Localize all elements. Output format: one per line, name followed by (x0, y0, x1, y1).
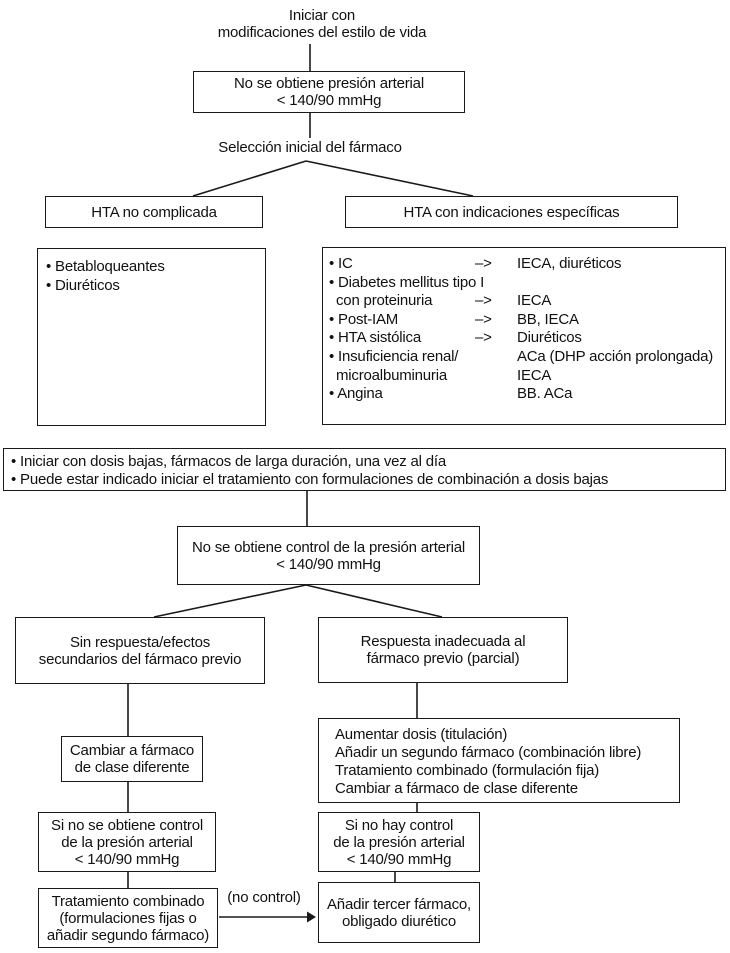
table-row: • IC –> IECA, diuréticos (323, 255, 725, 274)
condition-cell: • Post-IAM (329, 310, 399, 328)
node-hta-uncomplicated: HTA no complicada (45, 196, 263, 228)
arrow-cell: –> (475, 329, 492, 347)
table-row: • Angina BB. ACa (323, 385, 725, 404)
node-line: obligado diurético (342, 912, 456, 930)
node-line: de la presión arterial (61, 833, 193, 851)
connector-nocontrol-branch-right (305, 584, 443, 618)
node-line: Tratamiento combinado (51, 892, 205, 910)
node-still-no-control-right: Si no hay control de la presión arterial… (318, 812, 480, 872)
node-line: Iniciar con (288, 7, 356, 24)
arrowhead-icon (307, 911, 316, 923)
condition-cell: • IC (329, 255, 353, 272)
node-line: secundarios del fármaco previo (38, 650, 242, 668)
node-line: Añadir un segundo fármaco (combinación l… (335, 744, 642, 761)
node-line: Añadir tercer fármaco, (327, 895, 471, 913)
node-line: No se obtiene presión arterial (234, 75, 424, 92)
node-line: modificaciones del estilo de vida (217, 24, 427, 41)
condition-cell: • Diabetes mellitus tipo I (329, 273, 485, 291)
table-row: con proteinuria –> IECA (323, 292, 725, 311)
node-initial-drug-selection: Selección inicial del fármaco (160, 139, 460, 156)
node-line: Sin respuesta/efectos (69, 633, 211, 651)
node-low-dose-guidance: • Iniciar con dosis bajas, fármacos de l… (3, 448, 726, 491)
node-line: < 140/90 mmHg (74, 850, 180, 868)
node-uncomplicated-drug-list: • Betabloqueantes • Diuréticos (37, 248, 266, 426)
node-line: Si no hay control (344, 816, 454, 834)
condition-cell: • Insuficiencia renal/ (329, 347, 459, 365)
node-line: < 140/90 mmHg (276, 92, 382, 109)
table-row: • HTA sistólica –> Diuréticos (323, 329, 725, 348)
node-line: (formulaciones fijas o (59, 909, 197, 927)
connector-branch-right (305, 160, 474, 197)
node-line: fármaco previo (parcial) (366, 650, 520, 667)
node-no-response: Sin respuesta/efectos secundarios del fá… (15, 617, 265, 684)
arrow-cell: –> (475, 292, 492, 310)
node-line: Si no se obtiene control (51, 816, 203, 834)
node-bp-control-not-achieved: No se obtiene control de la presión arte… (177, 526, 480, 585)
treatment-cell: BB, IECA (517, 310, 579, 328)
node-line: HTA no complicada (91, 203, 217, 221)
node-line: No se obtiene control de la presión arte… (191, 538, 466, 556)
node-line: de la presión arterial (333, 833, 465, 851)
node-line: Aumentar dosis (titulación) (335, 726, 508, 743)
node-lifestyle-modifications: Iniciar con modificaciones del estilo de… (122, 7, 522, 41)
arrow-cell: –> (475, 310, 492, 328)
list-item: • Puede estar indicado iniciar el tratam… (11, 470, 609, 488)
condition-cell: • HTA sistólica (329, 329, 421, 347)
treatment-cell: BB. ACa (517, 385, 573, 403)
table-row: microalbuminuria IECA (323, 367, 725, 386)
connector-nocontrol-branch-left (153, 584, 307, 618)
label-no-control: (no control) (222, 889, 306, 906)
node-change-drug-class: Cambiar a fármaco de clase diferente (61, 736, 203, 782)
node-bp-not-achieved: No se obtiene presión arterial < 140/90 … (193, 71, 465, 113)
arrow-cell: –> (475, 255, 492, 272)
connector-branch-left (192, 160, 307, 197)
node-hta-specific-indications: HTA con indicaciones específicas (345, 196, 678, 228)
treatment-cell: IECA (517, 366, 552, 384)
node-line: Selección inicial del fármaco (218, 139, 402, 156)
condition-cell: microalbuminuria (336, 366, 448, 384)
node-line: HTA con indicaciones específicas (403, 203, 620, 221)
node-line: Tratamiento combinado (formulación fija) (335, 762, 600, 779)
node-partial-response: Respuesta inadecuada al fármaco previo (… (318, 617, 568, 683)
node-line: < 140/90 mmHg (276, 555, 381, 573)
list-item: • Iniciar con dosis bajas, fármacos de l… (11, 453, 447, 470)
node-escalation-options: Aumentar dosis (titulación) Añadir un se… (318, 718, 680, 803)
treatment-cell: ACa (DHP acción prolongada) (517, 347, 714, 365)
treatment-cell: IECA (517, 292, 552, 310)
treatment-cell: IECA, diuréticos (517, 255, 622, 272)
node-still-no-control-left: Si no se obtiene control de la presión a… (38, 812, 216, 872)
node-line: añadir segundo fármaco) (46, 926, 210, 944)
node-line: de clase diferente (74, 759, 190, 776)
node-line: Cambiar a fármaco de clase diferente (335, 780, 578, 797)
list-item: • Betabloqueantes (46, 258, 165, 275)
node-line: Respuesta inadecuada al (360, 633, 526, 650)
node-line: (no control) (227, 889, 301, 906)
table-row: • Post-IAM –> BB, IECA (323, 311, 725, 330)
node-combined-treatment: Tratamiento combinado (formulaciones fij… (38, 888, 218, 948)
node-add-third-drug: Añadir tercer fármaco, obligado diurétic… (318, 882, 480, 943)
list-item: • Diuréticos (46, 276, 120, 294)
table-row: • Diabetes mellitus tipo I (323, 274, 725, 293)
treatment-cell: Diuréticos (517, 329, 582, 347)
condition-cell: con proteinuria (336, 292, 433, 310)
condition-cell: • Angina (329, 385, 383, 403)
node-specific-indications-table: • IC –> IECA, diuréticos • Diabetes mell… (322, 247, 726, 425)
node-line: < 140/90 mmHg (346, 850, 452, 868)
node-line: Cambiar a fármaco (69, 742, 195, 759)
table-row: • Insuficiencia renal/ ACa (DHP acción p… (323, 348, 725, 367)
